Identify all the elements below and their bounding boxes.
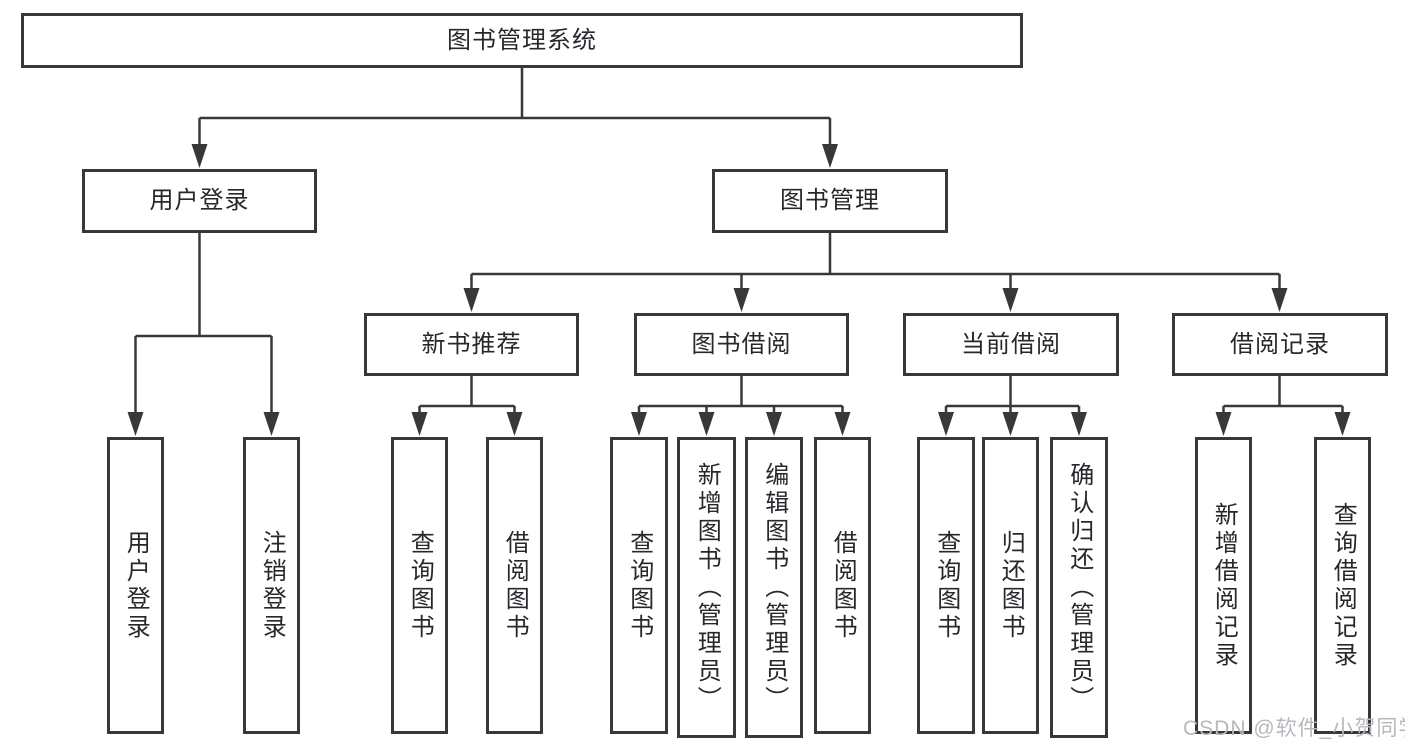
node-leaf-query-borrow-record: 查询借阅记录 xyxy=(1314,437,1371,734)
node-leaf-confirm-return-admin: 确认归还（管理员） xyxy=(1050,437,1108,738)
connector-root-to-level2 xyxy=(198,68,832,147)
leaf-label: 查询图书 xyxy=(932,529,960,642)
leaf-label: 查询图书 xyxy=(406,529,434,642)
leaf-label: 借阅图书 xyxy=(829,529,857,642)
node-current-borrow: 当前借阅 xyxy=(903,313,1119,376)
connector-currentborrow-to-children xyxy=(944,376,1081,415)
node-leaf-query-books-borrow: 查询图书 xyxy=(610,437,668,734)
connector-records-to-children xyxy=(1222,376,1344,415)
node-leaf-query-books-recommend: 查询图书 xyxy=(391,437,448,734)
node-book-management: 图书管理 xyxy=(712,169,948,233)
connector-userlogin-to-children xyxy=(134,232,273,415)
node-leaf-add-borrow-record: 新增借阅记录 xyxy=(1195,437,1252,734)
node-leaf-borrow-books-recommend: 借阅图书 xyxy=(486,437,543,734)
node-leaf-edit-books-admin: 编辑图书（管理员） xyxy=(745,437,803,738)
connector-bookborrow-to-children xyxy=(637,376,844,415)
node-leaf-add-books-admin: 新增图书（管理员） xyxy=(677,437,736,738)
node-leaf-return-books: 归还图书 xyxy=(982,437,1039,734)
leaf-label: 编辑图书（管理员） xyxy=(760,461,788,714)
node-book-borrow: 图书借阅 xyxy=(634,313,849,376)
leaf-label: 新增借阅记录 xyxy=(1210,501,1238,670)
node-leaf-user-login: 用户登录 xyxy=(107,437,164,734)
node-user-login: 用户登录 xyxy=(82,169,317,233)
leaf-label: 查询图书 xyxy=(625,529,653,642)
node-leaf-borrow-books: 借阅图书 xyxy=(814,437,871,734)
leaf-label: 查询借阅记录 xyxy=(1329,501,1357,670)
leaf-label: 新增图书（管理员） xyxy=(693,461,721,714)
leaf-label: 注销登录 xyxy=(258,529,286,642)
node-leaf-logout: 注销登录 xyxy=(243,437,300,734)
node-new-book-recommend: 新书推荐 xyxy=(364,313,579,376)
node-root-system: 图书管理系统 xyxy=(21,13,1023,68)
leaf-label: 归还图书 xyxy=(997,529,1025,642)
leaf-label: 用户登录 xyxy=(122,529,150,642)
node-borrow-records: 借阅记录 xyxy=(1172,313,1388,376)
leaf-label: 借阅图书 xyxy=(501,529,529,642)
csdn-watermark: CSDN @软件_小贺同学 xyxy=(1183,717,1405,740)
connector-newbooks-to-children xyxy=(418,376,516,415)
leaf-label: 确认归还（管理员） xyxy=(1065,461,1093,714)
connector-bookmgmt-to-level3 xyxy=(470,232,1281,291)
node-leaf-query-books-current: 查询图书 xyxy=(917,437,975,734)
arrowheads xyxy=(127,144,1351,436)
